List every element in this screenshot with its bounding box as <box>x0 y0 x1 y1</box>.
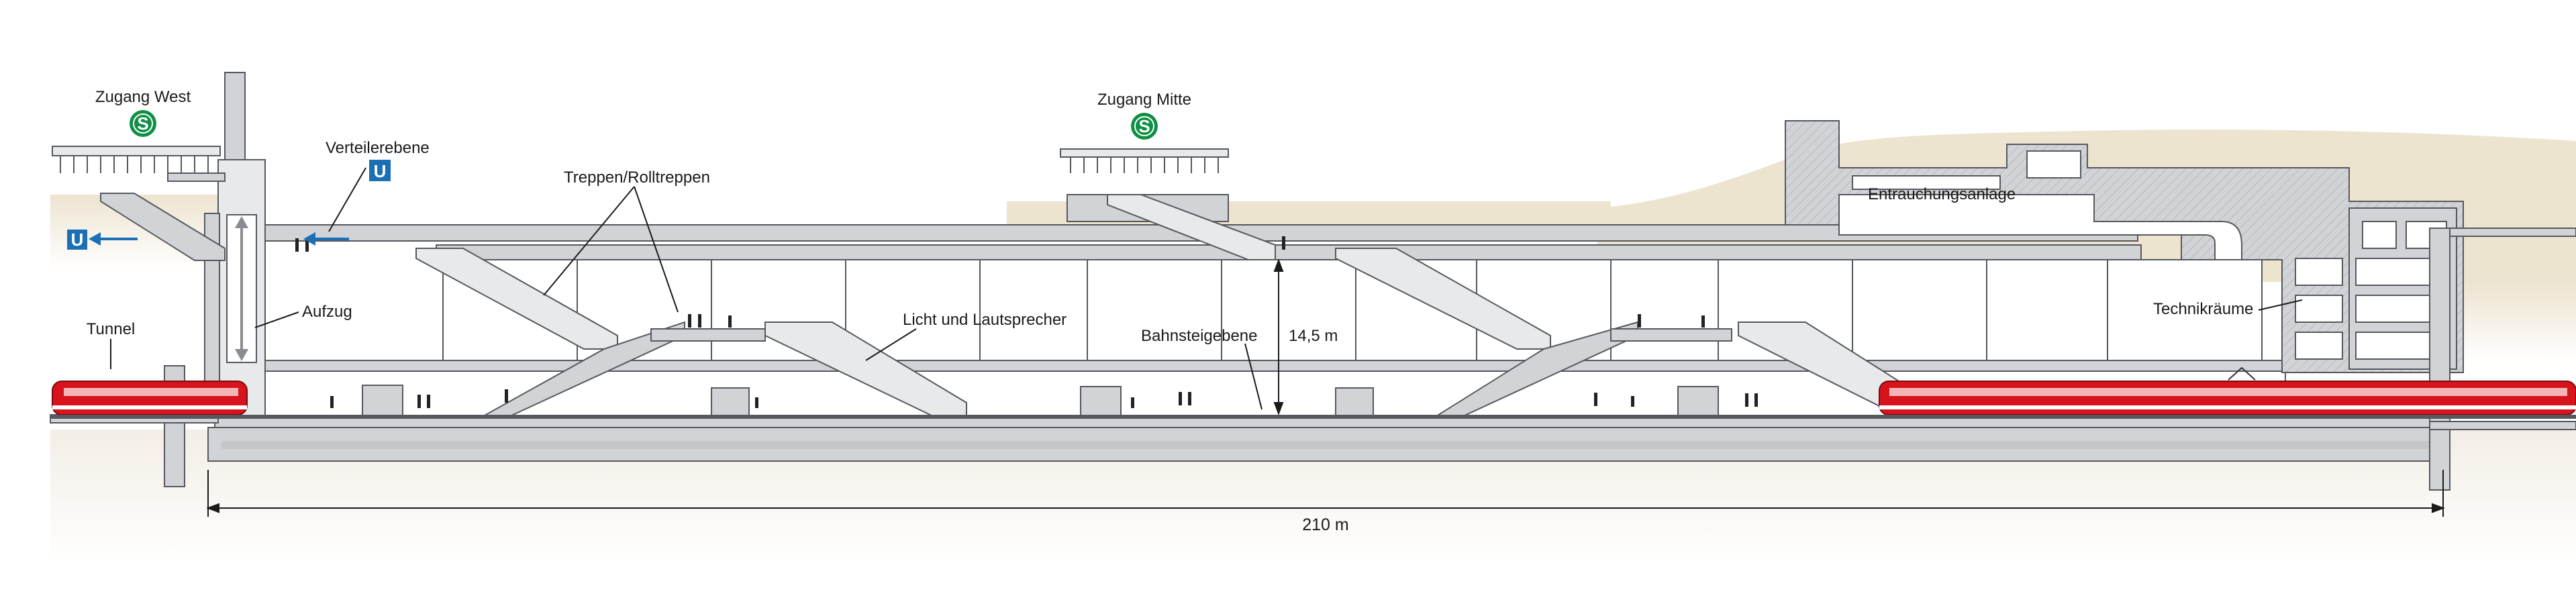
people <box>295 236 1758 408</box>
person-icon <box>688 314 691 328</box>
dimension-arrow-icon <box>1273 258 1284 272</box>
mitte-pavilion-roof <box>1060 148 1229 158</box>
west-pavilion-base <box>167 172 226 182</box>
person-icon <box>1701 315 1705 328</box>
person-icon <box>305 240 309 252</box>
s-bahn-label: S <box>137 113 148 134</box>
label-zugang-mitte: Zugang Mitte <box>1097 91 1191 109</box>
train-icon <box>1879 381 2576 415</box>
u-bahn-arrows <box>89 232 349 246</box>
stair-1 <box>481 321 685 417</box>
elevator-shaft-upper <box>224 72 246 160</box>
smoke-plant-room <box>1852 175 2001 190</box>
label-zugang-west: Zugang West <box>95 88 191 106</box>
base-slab <box>214 417 2444 428</box>
s-bahn-badge-mitte: S <box>1131 113 1158 140</box>
person-icon <box>427 395 430 408</box>
u-bahn-label: U <box>374 161 387 181</box>
label-treppen: Treppen/Rolltreppen <box>564 168 710 187</box>
person-icon <box>728 315 732 328</box>
west-pavilion-grille <box>60 156 209 173</box>
length-dimension <box>206 470 2445 517</box>
person-icon <box>698 314 701 328</box>
person-icon <box>505 389 508 403</box>
labels: Zugang West Zugang Mitte Verteilerebene … <box>87 88 2254 534</box>
elevator-arrow-down-icon <box>235 349 248 361</box>
platform-kiosks <box>362 385 1719 419</box>
west-pavilion-roof <box>52 146 221 156</box>
mitte-escalator <box>1107 194 1276 260</box>
arrow-left-icon <box>303 232 315 246</box>
arrow-left-icon <box>89 232 101 246</box>
label-bahnsteig: Bahnsteigebene <box>1141 327 1257 345</box>
person-icon <box>1754 393 1758 407</box>
person-icon <box>1131 397 1134 408</box>
person-icon <box>1188 392 1191 405</box>
mezzanine-slab <box>436 244 2142 260</box>
right-ceiling-edge <box>2449 228 2576 237</box>
label-laenge: 210 m <box>1302 515 1348 534</box>
person-icon <box>1282 236 1285 250</box>
rails <box>50 415 2576 419</box>
station-structure <box>50 72 2576 491</box>
pantograph-icon <box>2228 366 2256 381</box>
person-icon <box>755 397 758 408</box>
label-hoehe: 14,5 m <box>1289 327 1338 345</box>
landing-1 <box>650 328 766 342</box>
u-bahn-badge-verteiler: U <box>369 160 391 181</box>
foundation-groove <box>221 441 2436 449</box>
mitte-pavilion-grille <box>1070 157 1219 173</box>
person-icon <box>1631 396 1634 407</box>
person-icon <box>1745 393 1748 407</box>
train-right <box>1879 366 2576 415</box>
u-bahn-icon <box>67 230 87 250</box>
s-bahn-badge-west: S <box>130 110 156 137</box>
person-icon <box>1179 392 1182 405</box>
train-left <box>52 381 248 415</box>
label-entrauchung: Entrauchungsanlage <box>1868 185 2016 203</box>
label-technik: Technikräume <box>2153 300 2253 318</box>
person-icon <box>417 395 421 408</box>
dimension-arrow-icon <box>2432 503 2445 513</box>
dimension-arrow-icon <box>1273 402 1284 415</box>
dimension-arrow-icon <box>206 503 219 513</box>
elevator-arrow-up-icon <box>235 216 248 228</box>
s-bahn-label: S <box>1138 116 1150 136</box>
person-icon <box>1594 393 1597 406</box>
u-bahn-icon <box>369 160 391 181</box>
stair-2 <box>1434 321 1638 417</box>
smoke-plant-room-2 <box>2026 150 2081 179</box>
label-verteilerebene: Verteilerebene <box>326 139 430 157</box>
height-dimension <box>1273 258 1284 415</box>
person-icon <box>295 238 299 252</box>
right-tunnel-wall <box>2429 228 2450 491</box>
inner-room-frame <box>442 259 2263 361</box>
u-bahn-label: U <box>71 230 84 250</box>
u-bahn-badge-west: U <box>67 230 87 250</box>
label-tunnel: Tunnel <box>87 320 136 338</box>
person-icon <box>330 396 334 408</box>
west-escalator <box>100 193 226 261</box>
person-icon <box>1638 314 1641 328</box>
landing-2 <box>1610 328 1732 342</box>
train-icon <box>52 381 248 415</box>
right-tunnel-floor <box>2429 421 2576 430</box>
label-aufzug: Aufzug <box>302 303 352 321</box>
leader-lines <box>110 167 2303 410</box>
label-licht: Licht und Lautsprecher <box>903 311 1067 329</box>
smoke-duct <box>1838 194 2242 260</box>
